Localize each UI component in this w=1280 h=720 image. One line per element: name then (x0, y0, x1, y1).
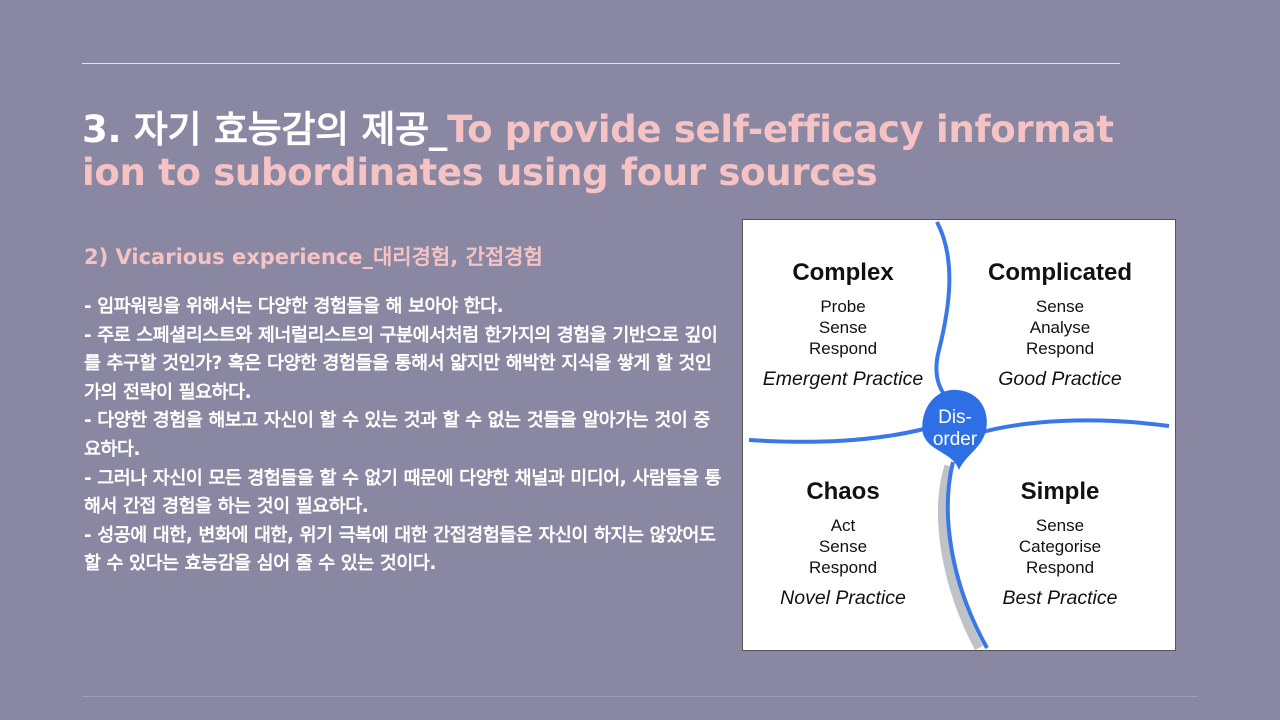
simple-title: Simple (1021, 478, 1100, 505)
slide-title-korean: 3. 자기 효능감의 제공_ (82, 108, 448, 151)
complicated-title: Complicated (988, 259, 1132, 286)
framework-diagram: Dis- order Complex Probe Sense Respond E… (742, 219, 1176, 651)
simple-practice: Best Practice (1003, 587, 1118, 609)
complex-line: Probe (820, 297, 865, 316)
complex-title: Complex (792, 259, 894, 286)
slide-title: 3. 자기 효능감의 제공_To provide self-efficacy i… (82, 108, 1122, 194)
body-line: - 주로 스페셜리스트와 제너럴리스트의 구분에서처럼 한가지의 경험을 기반으… (84, 324, 718, 403)
disorder-line1: Dis- (938, 407, 972, 428)
simple-line: Sense (1036, 516, 1084, 535)
complex-line: Sense (819, 318, 867, 337)
boundary-top (934, 221, 959, 408)
boundary-right (974, 418, 1170, 436)
framework-svg: Dis- order Complex Probe Sense Respond E… (748, 221, 1170, 650)
simple-line: Categorise (1019, 537, 1101, 556)
disorder-line2: order (933, 429, 978, 450)
slide-title-english: To provide self-efficacy information to … (82, 108, 1114, 194)
body-line: - 다양한 경험을 해보고 자신이 할 수 있는 것과 할 수 없는 것들을 알… (84, 410, 710, 460)
complex-line: Respond (809, 339, 877, 358)
body-line: - 임파워링을 위해서는 다양한 경험들을 해 보아야 한다. (84, 296, 504, 317)
chaos-line: Respond (809, 558, 877, 577)
body-line: - 성공에 대한, 변화에 대한, 위기 극복에 대한 간접경험들은 자신이 하… (84, 524, 716, 575)
chaos-title: Chaos (806, 478, 879, 505)
boundary-bottom-shadow (938, 464, 983, 650)
body-line: - 그러나 자신이 모든 경험들을 할 수 없기 때문에 다양한 채널과 미디어… (84, 467, 721, 518)
body-text: - 임파워링을 위해서는 다양한 경험들을 해 보아야 한다. - 주로 스페셜… (84, 293, 724, 579)
boundary-left (748, 426, 929, 444)
top-divider (82, 63, 1120, 64)
complex-practice: Emergent Practice (763, 368, 924, 390)
chaos-practice: Novel Practice (780, 587, 906, 609)
chaos-line: Act (831, 516, 856, 535)
boundary-bottom (945, 461, 989, 649)
section-heading: 2) Vicarious experience_대리경험, 간접경험 (84, 245, 543, 269)
complicated-line: Sense (1036, 297, 1084, 316)
bottom-divider (82, 696, 1198, 697)
disorder-blob (922, 389, 987, 470)
complicated-practice: Good Practice (998, 368, 1122, 390)
complicated-line: Analyse (1030, 318, 1090, 337)
simple-line: Respond (1026, 558, 1094, 577)
complicated-line: Respond (1026, 339, 1094, 358)
chaos-line: Sense (819, 537, 867, 556)
